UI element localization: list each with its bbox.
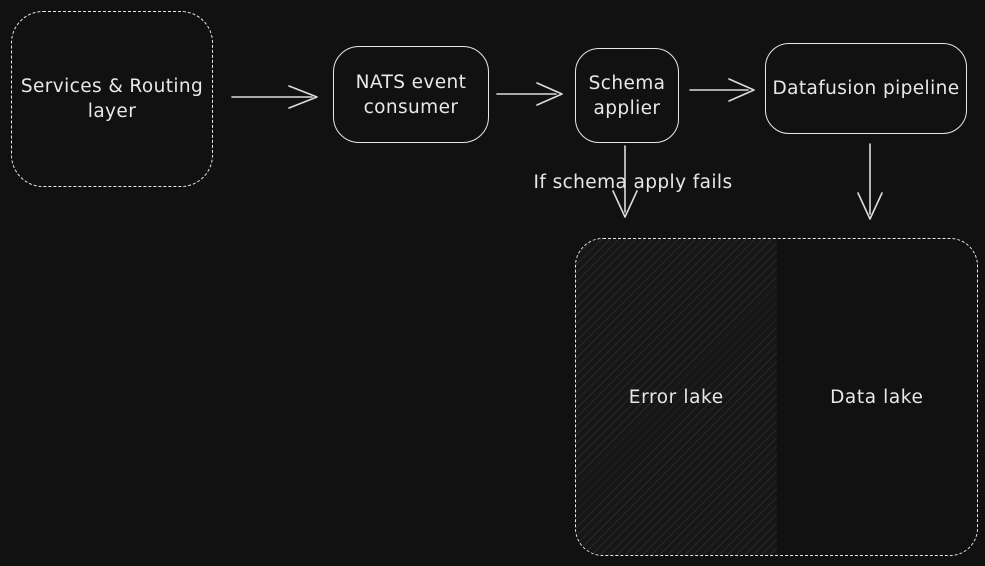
data-lake-label: Data lake [830, 386, 924, 408]
schema-applier-label-line2: applier [593, 97, 661, 119]
datafusion-pipeline-node[interactable]: Datafusion pipeline [765, 43, 967, 134]
datafusion-pipeline-label: Datafusion pipeline [772, 78, 960, 99]
schema-fail-condition-label: If schema apply fails [533, 172, 733, 193]
nats-event-consumer-label-line1: NATS event [355, 71, 467, 93]
schema-applier-label-line1: Schema [588, 72, 666, 94]
schema-applier-node[interactable]: Schema applier [575, 48, 679, 143]
lakes-container-node[interactable]: Error lake Data lake [575, 238, 978, 556]
error-lake-region[interactable]: Error lake [576, 239, 777, 555]
nats-event-consumer-label-line2: consumer [363, 96, 459, 118]
error-lake-label: Error lake [628, 386, 724, 408]
services-routing-layer-node[interactable]: Services & Routing layer [11, 11, 213, 187]
nats-event-consumer-node[interactable]: NATS event consumer [333, 46, 489, 143]
data-lake-region[interactable]: Data lake [777, 239, 978, 555]
services-routing-layer-label-line1: Services & Routing [20, 76, 204, 97]
arrow-services-to-nats [231, 85, 318, 109]
arrow-schema-to-datafusion [689, 78, 755, 102]
services-routing-layer-label-line2: layer [87, 101, 137, 122]
arrow-datafusion-to-data-lake [857, 143, 883, 220]
arrow-nats-to-schema [496, 82, 563, 106]
